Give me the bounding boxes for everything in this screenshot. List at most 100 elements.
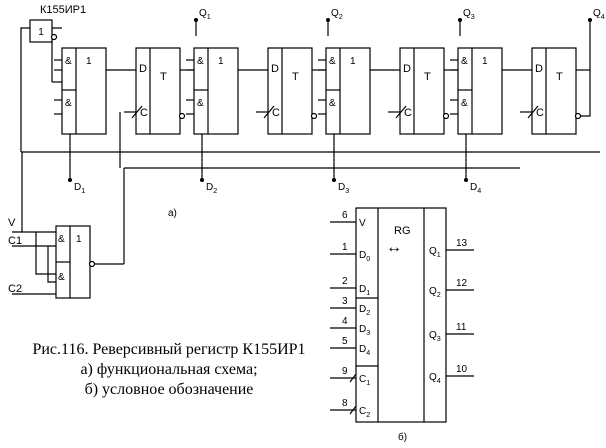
and-symbol: &: [461, 98, 468, 109]
input-label-d4: D4: [470, 182, 481, 195]
and-symbol: &: [65, 56, 72, 67]
part-b-label: б): [398, 431, 407, 443]
input-terminal: [332, 178, 336, 182]
inverted-output-bubble: [310, 112, 318, 120]
output-terminal: [458, 18, 462, 22]
or-symbol: 1: [482, 56, 488, 67]
input-label-d3: D3: [338, 182, 349, 195]
d-label: D: [535, 63, 543, 75]
pin-number: 9: [342, 366, 348, 377]
caption-line-a: а) функциональная схема;: [80, 361, 258, 378]
output-label-q4: Q4: [593, 8, 605, 21]
output-terminal: [588, 18, 592, 22]
d-flip-flop: [267, 47, 313, 135]
pin-number: 2: [342, 276, 348, 287]
pin-name: D4: [359, 344, 370, 357]
d-flip-flop: [399, 47, 445, 135]
pin-number: 1: [342, 242, 348, 253]
c-label: C: [140, 107, 148, 119]
and-or-gate: [457, 47, 503, 135]
output-terminal: [326, 18, 330, 22]
rg-symbol-body: [355, 207, 447, 423]
rg-title: RG: [394, 225, 411, 237]
inverter-symbol: 1: [38, 27, 44, 38]
and-or-gate: [61, 47, 107, 135]
d-label: D: [403, 63, 411, 75]
and-or-gate: [193, 47, 239, 135]
pin-number: 4: [342, 316, 348, 327]
pin-number: 5: [342, 336, 348, 347]
clock-edge-mark: [131, 105, 143, 119]
inverted-output-bubble: [574, 112, 582, 120]
pin-name: Q1: [429, 246, 441, 259]
pin-number: 6: [342, 210, 348, 221]
output-label-q3: Q3: [463, 8, 475, 21]
caption-title: Рис.116. Реверсивный регистр К155ИР1: [32, 341, 306, 358]
and-symbol: &: [329, 98, 336, 109]
t-label: T: [424, 71, 431, 83]
inverted-output-bubble: [178, 112, 186, 120]
input-label-d2: D2: [206, 182, 217, 195]
output-terminal: [194, 18, 198, 22]
pin-name: D2: [359, 304, 370, 317]
pin-name: Q2: [429, 286, 441, 299]
and-symbol: &: [197, 98, 204, 109]
circuit-wires: [12, 20, 600, 295]
logic-blocks: 1&&1DTCQ1D1&&1DTCQ2D2&&1DTCQ3D3&&1DTCQ4D…: [29, 8, 605, 299]
input-terminal: [200, 178, 204, 182]
inverter-bubble: [50, 33, 58, 41]
d-flip-flop: [531, 47, 577, 135]
clock-edge-mark: [349, 373, 357, 383]
and-or-gate: [325, 47, 371, 135]
pin-name: V: [359, 218, 366, 229]
pin-name: Q4: [429, 372, 441, 385]
t-label: T: [160, 71, 167, 83]
input-terminal: [68, 178, 72, 182]
and-symbol: &: [461, 56, 468, 67]
and-symbol: &: [58, 272, 65, 283]
or-symbol: 1: [86, 56, 92, 67]
d-flip-flop: [135, 47, 181, 135]
d-label: D: [271, 63, 279, 75]
pin-name: C1: [359, 374, 370, 387]
control-gate-bubble: [88, 260, 96, 268]
t-label: T: [292, 71, 299, 83]
chip-label: К155ИР1: [40, 4, 86, 16]
or-symbol: 1: [350, 56, 356, 67]
figure-caption: Рис.116. Реверсивный регистр К155ИР1 а) …: [24, 340, 314, 400]
clock-edge-mark: [527, 105, 539, 119]
pin-name: C2: [359, 406, 370, 419]
pin-number: 13: [456, 238, 468, 249]
and-symbol: &: [197, 56, 204, 67]
c1-input-label: C1: [8, 235, 22, 247]
input-label-d1: D1: [74, 182, 85, 195]
c-label: C: [404, 107, 412, 119]
pin-number: 8: [342, 398, 348, 409]
and-symbol: &: [58, 234, 65, 245]
shift-direction-arrow: ↔: [386, 239, 402, 256]
clock-edge-mark: [349, 405, 357, 415]
rg-symbol: RG↔6V1D02D13D24D35D49C18C213Q112Q211Q310…: [330, 207, 474, 423]
inverter-gate: [29, 19, 53, 43]
part-a-label: а): [168, 208, 177, 219]
pin-name: D1: [359, 284, 370, 297]
clock-edge-mark: [395, 105, 407, 119]
inverted-output-bubble: [442, 112, 450, 120]
or-symbol: 1: [76, 234, 82, 245]
pin-number: 3: [342, 296, 348, 307]
pin-number: 11: [456, 322, 467, 333]
input-terminal: [464, 178, 468, 182]
pin-name: Q3: [429, 330, 441, 343]
d-label: D: [139, 63, 147, 75]
caption-line-b: б) условное обозначение: [84, 381, 254, 398]
v-input-label: V: [8, 217, 16, 229]
or-symbol: 1: [218, 56, 224, 67]
output-label-q1: Q1: [199, 8, 211, 21]
pin-number: 12: [456, 278, 468, 289]
and-symbol: &: [329, 56, 336, 67]
